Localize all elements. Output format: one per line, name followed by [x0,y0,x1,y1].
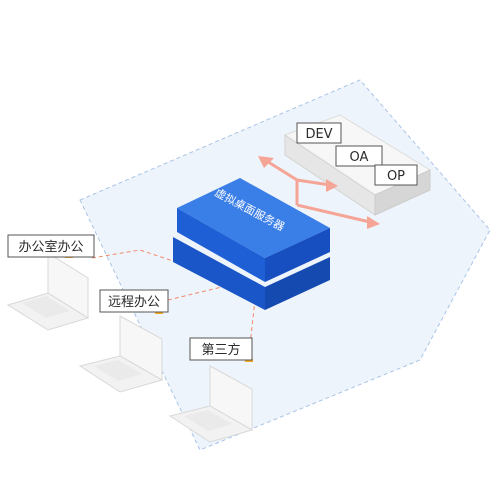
server-upper-top [177,178,330,258]
server-upper-front [177,208,265,282]
client-label-third-party-text: 第三方 [201,342,240,358]
system-label-dev[interactable]: DEV [296,122,342,144]
server-lower-side [265,257,330,310]
link-office [91,249,201,271]
link-remote [167,284,231,301]
arrow-right-upper [296,178,331,187]
client-label-remote[interactable]: 远程办公 [99,289,169,313]
server-to-systems-arrows [264,158,371,224]
system-label-op-text: OP [387,169,405,184]
laptop-third-party-keyboard [184,410,232,431]
system-label-dev-text: DEV [305,127,332,142]
client-label-third-party[interactable]: 第三方 [189,337,253,361]
laptop-remote-keyboard [94,360,142,381]
laptop-office[interactable] [6,252,90,331]
system-label-op[interactable]: OP [374,164,418,186]
laptop-third-party[interactable] [168,359,254,443]
system-label-oa-text: OA [350,150,369,165]
client-label-office-text: 办公室办公 [18,239,83,255]
arrow-right-lower [296,203,371,224]
server-lower-front [173,237,265,310]
arrowhead-right-lower [367,216,380,229]
client-label-remote-text: 远程办公 [108,295,160,310]
client-label-office[interactable]: 办公室办公 [7,234,95,258]
laptop-remote[interactable] [78,311,164,393]
arrowhead-right-upper [326,179,338,192]
laptop-office-keyboard [22,296,70,318]
arrowhead-up [258,156,274,168]
server-upper-side [265,228,330,282]
system-label-oa[interactable]: OA [335,145,383,167]
virtual-desktop-server[interactable]: 虚拟桌面服务器 [173,178,330,310]
